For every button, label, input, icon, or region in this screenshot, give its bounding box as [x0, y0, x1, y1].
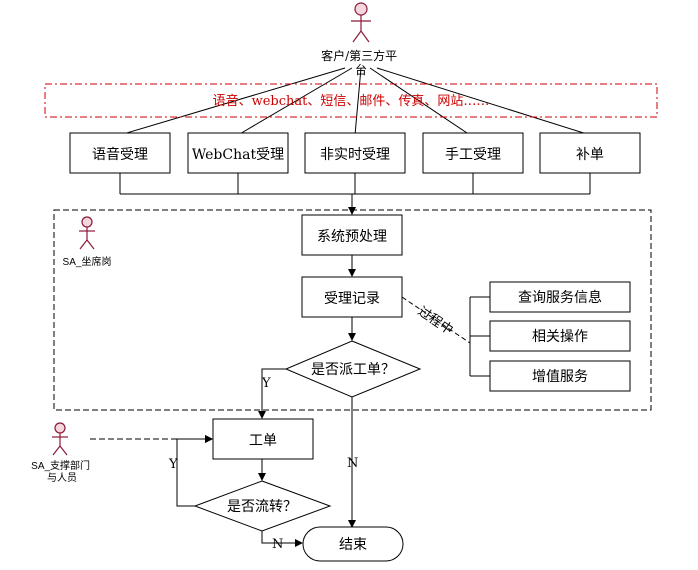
preprocess-label: 系统预处理 — [317, 229, 387, 245]
end-label: 结束 — [339, 537, 367, 553]
side-action-query — [489, 281, 631, 313]
intake-box-manual — [422, 132, 524, 174]
intake-label-webchat: WebChat受理 — [192, 147, 284, 163]
merge-connector — [119, 173, 591, 215]
work-order-box — [212, 418, 314, 460]
support-label-line2: 与人员 — [47, 472, 77, 484]
side-action-operate — [489, 320, 631, 352]
intake-label-supplement: 补单 — [576, 147, 604, 163]
transfer-yes-edge — [176, 435, 213, 507]
channels-label: 语音、webchat、短信、邮件、传真、网站…… — [213, 93, 490, 109]
support-label-line1: SA_支撑部门 — [31, 459, 90, 472]
transfer-yes-label: Y — [168, 457, 178, 472]
customer-actor-icon — [351, 2, 371, 43]
transfer-no-label: N — [272, 537, 283, 552]
intake-row: 语音受理 WebChat受理 非实时受理 手工受理 补单 — [69, 132, 641, 174]
support-actor-icon — [52, 422, 68, 456]
agent-label: SA_坐席岗 — [63, 255, 112, 268]
process-link — [401, 296, 471, 344]
record-label: 受理记录 — [324, 291, 380, 307]
intake-label-nonrealtime: 非实时受理 — [320, 147, 390, 163]
intake-box-nonrealtime — [304, 132, 406, 174]
work-order-label: 工单 — [249, 433, 277, 449]
intake-box-webchat — [187, 132, 289, 174]
customer-label-line1: 客户/第三方平 — [321, 48, 397, 63]
channels-box — [44, 83, 658, 118]
intake-box-voice — [69, 132, 171, 174]
dispatch-decision-label: 是否派工单？ — [311, 362, 395, 378]
customer-links — [119, 67, 591, 136]
agent-swimlane — [53, 209, 652, 411]
side-action-value-added-label: 增值服务 — [532, 369, 588, 385]
intake-box-supplement — [539, 132, 641, 174]
agent-actor-icon — [79, 216, 95, 250]
support-label: SA_支撑部门 与人员 — [31, 459, 93, 484]
end-terminator — [302, 526, 404, 562]
dispatch-yes-label: Y — [261, 376, 271, 391]
transfer-no-edge — [261, 531, 303, 547]
dispatch-no-label: N — [347, 456, 358, 471]
dispatch-yes-edge — [258, 368, 286, 419]
intake-label-voice: 语音受理 — [92, 146, 148, 163]
side-action-value-added — [489, 360, 631, 392]
side-action-operate-label: 相关操作 — [532, 329, 588, 345]
transfer-decision-label: 是否流转？ — [227, 499, 297, 515]
process-label: 过程中 — [415, 304, 456, 338]
intake-label-manual: 手工受理 — [445, 147, 501, 163]
side-action-query-label: 查询服务信息 — [518, 289, 602, 306]
side-bracket — [469, 296, 490, 377]
